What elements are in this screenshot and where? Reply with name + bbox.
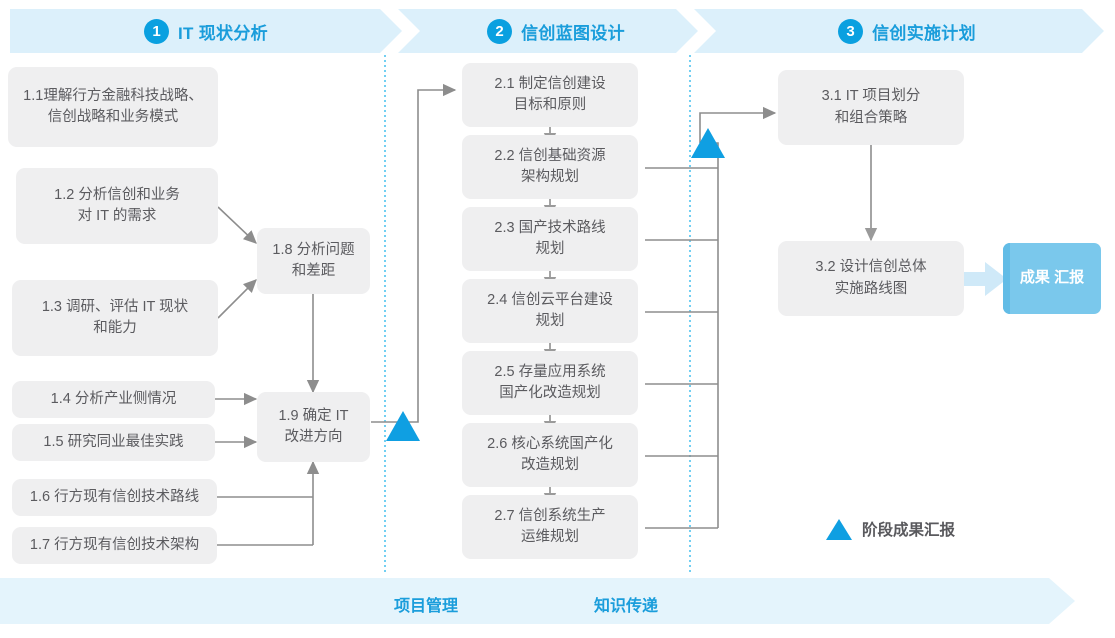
node-1-2[interactable]: 1.2 分析信创和业务 对 IT 的需求 (16, 168, 218, 244)
node-1-3[interactable]: 1.3 调研、评估 IT 现状 和能力 (12, 280, 218, 356)
wire-13-to-18 (217, 279, 257, 319)
phase-badge-3: 3 (838, 19, 863, 44)
milestone-marker-phase1 (386, 411, 420, 441)
node-1-8-line-2: 和差距 (291, 263, 336, 279)
wire-19-to-21 (371, 83, 457, 423)
node-1-9-line-2: 改进方向 (284, 429, 343, 445)
node-1-1-line-1: 1.1理解行方金融科技战略、 (23, 87, 203, 104)
node-2-3-line-2: 规划 (535, 241, 565, 257)
node-2-3-line-1: 2.3 国产技术路线 (494, 219, 606, 236)
legend: 阶段成果汇报 (826, 518, 955, 540)
node-1-1[interactable]: 1.1理解行方金融科技战略、 信创战略和业务模式 (8, 67, 218, 147)
node-1-4-line-1: 1.4 分析产业侧情况 (50, 390, 177, 407)
node-1-2-line-1: 1.2 分析信创和业务 (54, 186, 180, 203)
node-2-5-line-2: 国产化改造规划 (499, 385, 601, 401)
node-1-8-line-1: 1.8 分析问题 (272, 241, 355, 258)
node-1-8[interactable]: 1.8 分析问题 和差距 (257, 228, 370, 294)
node-1-2-line-2: 对 IT 的需求 (77, 208, 157, 224)
node-2-1[interactable]: 2.1 制定信创建设 目标和原则 (462, 63, 638, 127)
node-3-2[interactable]: 3.2 设计信创总体 实施路线图 (778, 241, 964, 316)
node-2-7-line-2: 运维规划 (521, 529, 579, 545)
node-1-3-line-1: 1.3 调研、评估 IT 现状 (41, 298, 189, 315)
phase-badge-2: 2 (487, 19, 512, 44)
footer-label-1: 项目管理 (394, 598, 459, 615)
node-3-1[interactable]: 3.1 IT 项目划分 和组合策略 (778, 70, 964, 145)
node-2-5-line-1: 2.5 存量应用系统 (494, 363, 606, 380)
phase-title-1: IT 现状分析 (178, 23, 268, 43)
node-1-7-line-1: 1.7 行方现有信创技术架构 (29, 536, 200, 553)
node-2-4-line-2: 规划 (535, 313, 565, 329)
node-1-6-line-1: 1.6 行方现有信创技术路线 (29, 488, 200, 505)
node-3-2-line-2: 实施路线图 (834, 280, 908, 297)
node-2-1-line-1: 2.1 制定信创建设 (494, 75, 606, 92)
phase-badge-1: 1 (144, 19, 169, 44)
node-1-3-line-2: 和能力 (93, 320, 137, 336)
node-2-6[interactable]: 2.6 核心系统国产化 改造规划 (462, 423, 638, 487)
node-1-9[interactable]: 1.9 确定 IT 改进方向 (257, 392, 370, 462)
phase-band-3: 3 信创实施计划 (694, 9, 1104, 53)
wire-bus-to-31 (699, 106, 777, 143)
node-1-1-line-2: 信创战略和业务模式 (47, 109, 179, 125)
node-2-7[interactable]: 2.7 信创系统生产 运维规划 (462, 495, 638, 559)
wire-bus-riser (700, 142, 719, 528)
node-1-4[interactable]: 1.4 分析产业侧情况 (12, 381, 215, 418)
node-2-7-line-1: 2.7 信创系统生产 (494, 507, 606, 524)
node-3-1-line-2: 和组合策略 (834, 109, 908, 126)
footer-label-2: 知识传递 (594, 598, 659, 615)
node-1-6[interactable]: 1.6 行方现有信创技术路线 (12, 479, 217, 516)
node-2-6-line-1: 2.6 核心系统国产化 (487, 435, 613, 452)
phase-title-2: 信创蓝图设计 (521, 23, 625, 43)
triangle-marker-icon (826, 518, 852, 540)
wire-12-to-18 (217, 206, 257, 244)
footer-band (0, 578, 1075, 624)
milestone-marker-phase2 (691, 128, 725, 158)
result-chip-line-1: 成果 (1019, 269, 1050, 287)
node-3-2-line-1: 3.2 设计信创总体 (815, 259, 927, 276)
node-1-9-line-1: 1.9 确定 IT (278, 407, 349, 424)
node-3-1-line-1: 3.1 IT 项目划分 (821, 88, 921, 105)
result-report-chip[interactable]: 成果 汇报 (1003, 243, 1101, 314)
node-2-6-line-2: 改造规划 (521, 457, 579, 473)
node-2-2-line-1: 2.2 信创基础资源 (494, 147, 606, 164)
node-1-5[interactable]: 1.5 研究同业最佳实践 (12, 424, 215, 461)
node-2-2[interactable]: 2.2 信创基础资源 架构规划 (462, 135, 638, 199)
node-2-1-line-2: 目标和原则 (513, 97, 587, 113)
phase-title-3: 信创实施计划 (872, 23, 976, 43)
node-2-4-line-1: 2.4 信创云平台建设 (487, 291, 613, 308)
node-2-2-line-2: 架构规划 (521, 169, 579, 185)
phase-band-2: 2 信创蓝图设计 (398, 9, 698, 53)
node-2-4[interactable]: 2.4 信创云平台建设 规划 (462, 279, 638, 343)
legend-label: 阶段成果汇报 (862, 522, 956, 539)
result-chip-line-2: 汇报 (1054, 269, 1085, 287)
node-1-7[interactable]: 1.7 行方现有信创技术架构 (12, 527, 217, 564)
node-1-5-line-1: 1.5 研究同业最佳实践 (43, 433, 184, 450)
node-2-3[interactable]: 2.3 国产技术路线 规划 (462, 207, 638, 271)
phase-band-1: 1 IT 现状分析 (10, 9, 402, 53)
node-2-5[interactable]: 2.5 存量应用系统 国产化改造规划 (462, 351, 638, 415)
